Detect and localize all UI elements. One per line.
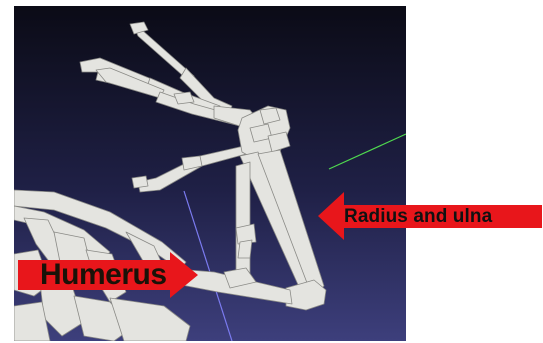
- radius-and-ulna-label: Radius and ulna: [344, 206, 492, 228]
- radius-shaft: [236, 162, 250, 276]
- humerus-label: Humerus: [40, 258, 167, 292]
